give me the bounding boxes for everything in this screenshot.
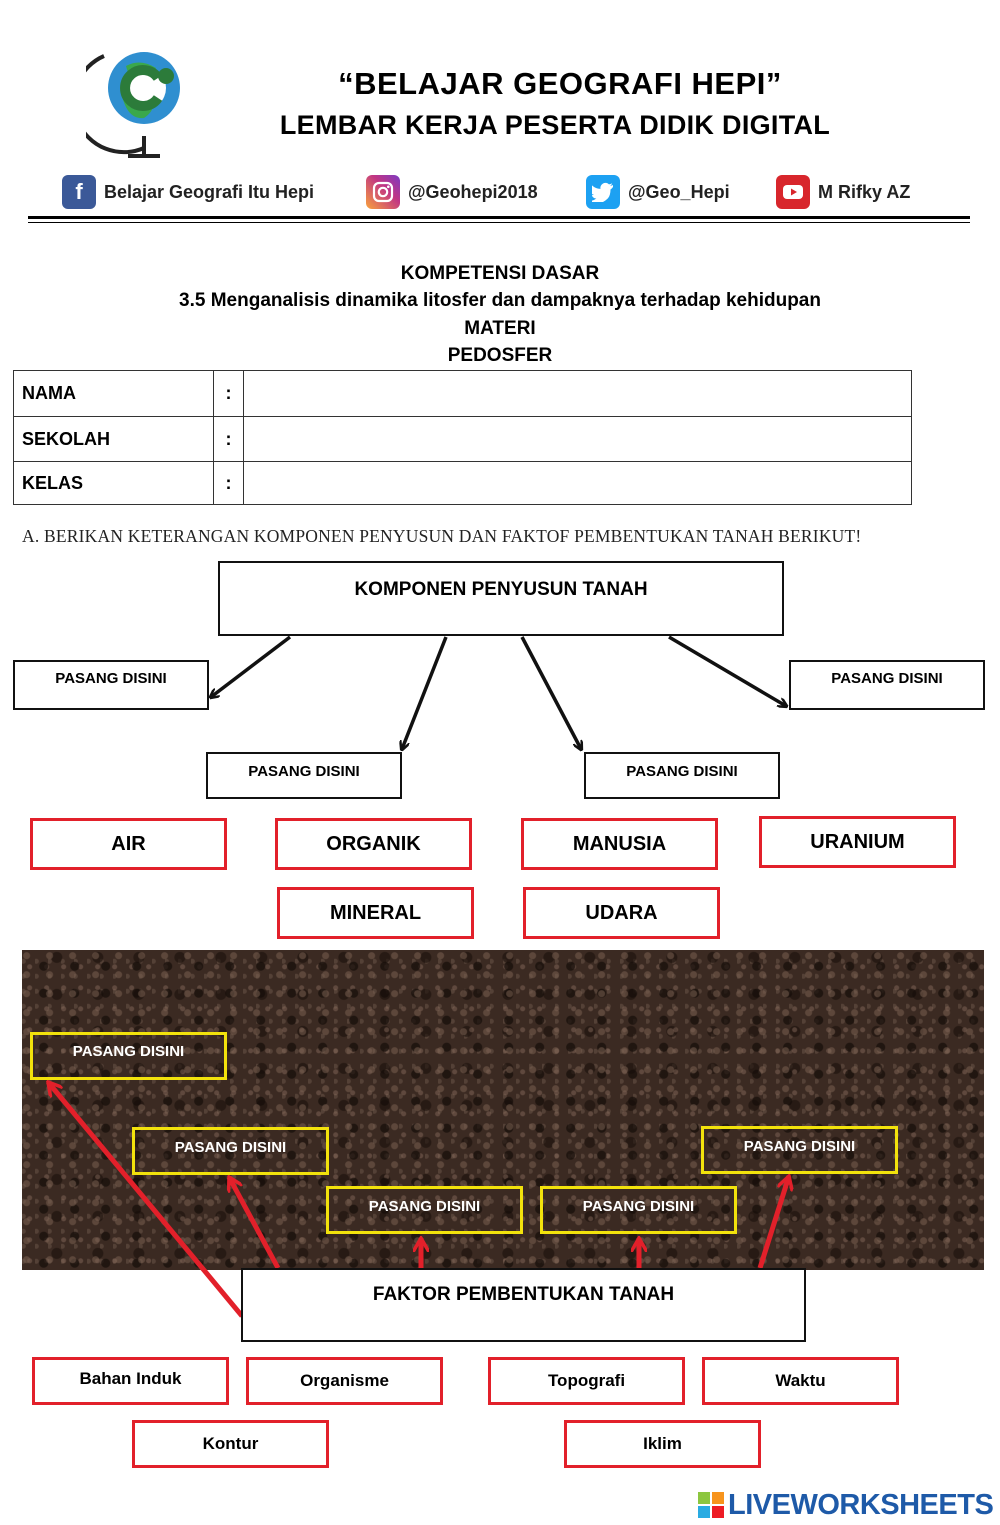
instruction-text: A. BERIKAN KETERANGAN KOMPONEN PENYUSUN … (22, 526, 861, 547)
faktor-drop-5[interactable]: PASANG DISINI (701, 1126, 898, 1174)
identity-colon: : (214, 462, 244, 505)
arrow-komponen-1 (211, 637, 290, 697)
faktor-drop-2[interactable]: PASANG DISINI (132, 1127, 329, 1175)
option-organisme[interactable]: Organisme (246, 1357, 443, 1405)
komponen-drop-2[interactable]: PASANG DISINI (789, 660, 985, 710)
social-twitter: @Geo_Hepi (586, 172, 730, 212)
identity-label: KELAS (14, 462, 214, 505)
option-organik[interactable]: ORGANIK (275, 818, 472, 870)
kelas-field[interactable] (244, 462, 912, 505)
sekolah-field[interactable] (244, 417, 912, 462)
kd-text: 3.5 Menganalisis dinamika litosfer dan d… (0, 290, 1000, 312)
facebook-label: Belajar Geografi Itu Hepi (104, 182, 314, 203)
komponen-title-box: KOMPONEN PENYUSUN TANAH (218, 561, 784, 636)
option-air[interactable]: AIR (30, 818, 227, 870)
option-kontur[interactable]: Kontur (132, 1420, 329, 1468)
option-uranium[interactable]: URANIUM (759, 816, 956, 868)
option-udara[interactable]: UDARA (523, 887, 720, 939)
liveworksheets-wordmark: LIVEWORKSHEETS (728, 1489, 993, 1522)
social-instagram: @Geohepi2018 (366, 172, 538, 212)
youtube-label: M Rifky AZ (818, 182, 910, 203)
geografi-hepi-logo (86, 36, 190, 160)
youtube-icon (776, 175, 810, 209)
header-divider (28, 216, 970, 219)
arrow-komponen-4 (669, 637, 786, 706)
option-bahan-induk[interactable]: Bahan Induk (32, 1357, 229, 1405)
twitter-label: @Geo_Hepi (628, 182, 730, 203)
worksheet-subtitle: LEMBAR KERJA PESERTA DIDIK DIGITAL (230, 110, 880, 141)
faktor-title-box: FAKTOR PEMBENTUKAN TANAH (241, 1268, 806, 1342)
identity-row-kelas: KELAS : (14, 462, 912, 505)
social-facebook: f Belajar Geografi Itu Hepi (62, 172, 314, 212)
arrow-komponen-2 (402, 637, 446, 749)
header-divider-thin (28, 222, 970, 223)
option-mineral[interactable]: MINERAL (277, 887, 474, 939)
identity-label: NAMA (14, 371, 214, 417)
kd-heading: KOMPETENSI DASAR (0, 263, 1000, 285)
liveworksheets-logo: LIVEWORKSHEETS (698, 1488, 993, 1522)
identity-colon: : (214, 371, 244, 417)
komponen-drop-3[interactable]: PASANG DISINI (206, 752, 402, 799)
arrow-komponen-3 (522, 637, 581, 749)
social-youtube: M Rifky AZ (776, 172, 910, 212)
faktor-drop-3[interactable]: PASANG DISINI (326, 1186, 523, 1234)
komponen-drop-4[interactable]: PASANG DISINI (584, 752, 780, 799)
faktor-drop-4[interactable]: PASANG DISINI (540, 1186, 737, 1234)
identity-row-nama: NAMA : (14, 371, 912, 417)
option-manusia[interactable]: MANUSIA (521, 818, 718, 870)
instagram-icon (366, 175, 400, 209)
worksheet-title: “BELAJAR GEOGRAFI HEPI” (250, 66, 870, 102)
identity-table: NAMA : SEKOLAH : KELAS : (13, 370, 912, 505)
option-iklim[interactable]: Iklim (564, 1420, 761, 1468)
faktor-drop-1[interactable]: PASANG DISINI (30, 1032, 227, 1080)
option-waktu[interactable]: Waktu (702, 1357, 899, 1405)
materi-text: PEDOSFER (0, 345, 1000, 367)
option-topografi[interactable]: Topografi (488, 1357, 685, 1405)
twitter-icon (586, 175, 620, 209)
facebook-icon: f (62, 175, 96, 209)
identity-colon: : (214, 417, 244, 462)
identity-row-sekolah: SEKOLAH : (14, 417, 912, 462)
komponen-drop-1[interactable]: PASANG DISINI (13, 660, 209, 710)
instagram-label: @Geohepi2018 (408, 182, 538, 203)
identity-label: SEKOLAH (14, 417, 214, 462)
liveworksheets-icon (698, 1492, 724, 1518)
nama-field[interactable] (244, 371, 912, 417)
materi-heading: MATERI (0, 318, 1000, 340)
